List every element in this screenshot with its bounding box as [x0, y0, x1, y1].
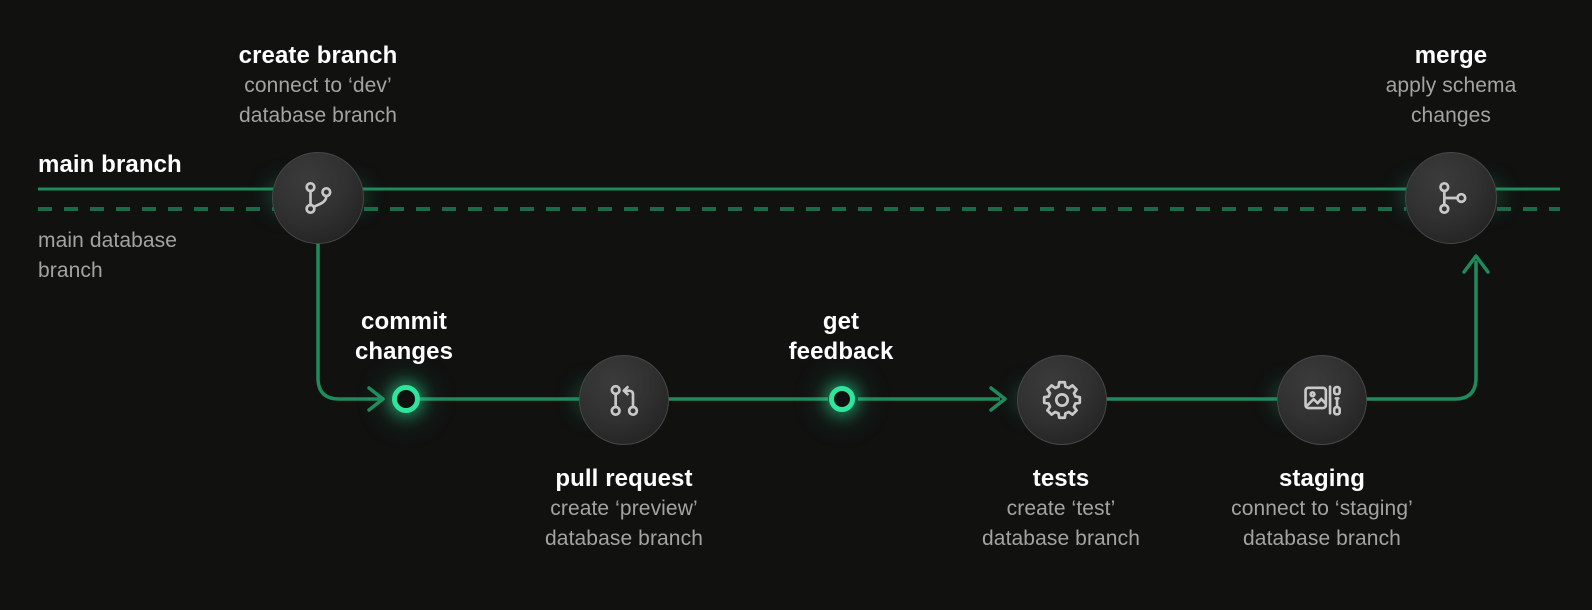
branch-out-path — [316, 241, 380, 401]
label-create-branch-sub-line1: connect to ‘dev’ — [244, 74, 392, 97]
label-commit-changes: commit changes — [355, 307, 453, 367]
merge-in-path — [1360, 260, 1478, 401]
label-tests-sub-line2: database branch — [982, 527, 1140, 550]
node-pull-request[interactable] — [579, 355, 669, 445]
main-database-branch-label-line1: main database — [38, 229, 178, 252]
gear-icon — [1040, 378, 1084, 422]
label-tests-title: tests — [1032, 465, 1090, 492]
label-staging: staging connect to ‘staging’ database br… — [1231, 464, 1413, 554]
label-create-branch-sub-line2: database branch — [239, 104, 397, 127]
label-pull-request-title: pull request — [555, 465, 693, 492]
node-get-feedback[interactable] — [829, 386, 855, 412]
main-database-branch-label-line2: branch — [38, 259, 103, 282]
segment-feedback-to-tests-arrowhead — [989, 386, 1007, 412]
label-merge-title: merge — [1414, 42, 1488, 69]
label-pull-request-sub-line2: database branch — [545, 527, 703, 550]
label-get-feedback-line2: feedback — [788, 338, 894, 365]
branch-out-arrowhead — [367, 386, 385, 412]
label-get-feedback: get feedback — [789, 307, 894, 367]
label-create-branch-title: create branch — [238, 42, 398, 69]
label-staging-title: staging — [1278, 465, 1366, 492]
node-staging[interactable] — [1277, 355, 1367, 445]
node-commit-changes[interactable] — [392, 385, 420, 413]
label-pull-request-sub-line1: create ‘preview’ — [550, 497, 698, 520]
label-pull-request: pull request create ‘preview’ database b… — [545, 464, 703, 554]
label-merge-sub-line1: apply schema — [1385, 74, 1517, 97]
image-binary-icon — [1301, 379, 1343, 421]
node-create-branch[interactable] — [272, 152, 364, 244]
merge-in-arrowhead — [1462, 254, 1490, 274]
label-staging-sub-line2: database branch — [1243, 527, 1401, 550]
main-branch-label: main branch — [38, 151, 182, 178]
label-staging-sub-line1: connect to ‘staging’ — [1231, 497, 1413, 520]
label-create-branch: create branch connect to ‘dev’ database … — [239, 41, 398, 131]
label-commit-changes-line1: commit — [361, 308, 447, 335]
main-database-branch-label: main database branch — [38, 226, 177, 286]
node-tests[interactable] — [1017, 355, 1107, 445]
label-merge: merge apply schema changes — [1386, 41, 1517, 131]
label-get-feedback-line1: get — [822, 308, 860, 335]
git-merge-icon — [1431, 178, 1471, 218]
node-merge[interactable] — [1405, 152, 1497, 244]
label-commit-changes-line2: changes — [354, 338, 454, 365]
label-tests-sub-line1: create ‘test’ — [1006, 497, 1116, 520]
git-branch-icon — [298, 178, 338, 218]
label-merge-sub-line2: changes — [1410, 104, 1492, 127]
git-pull-request-icon — [604, 380, 644, 420]
label-tests: tests create ‘test’ database branch — [982, 464, 1140, 554]
